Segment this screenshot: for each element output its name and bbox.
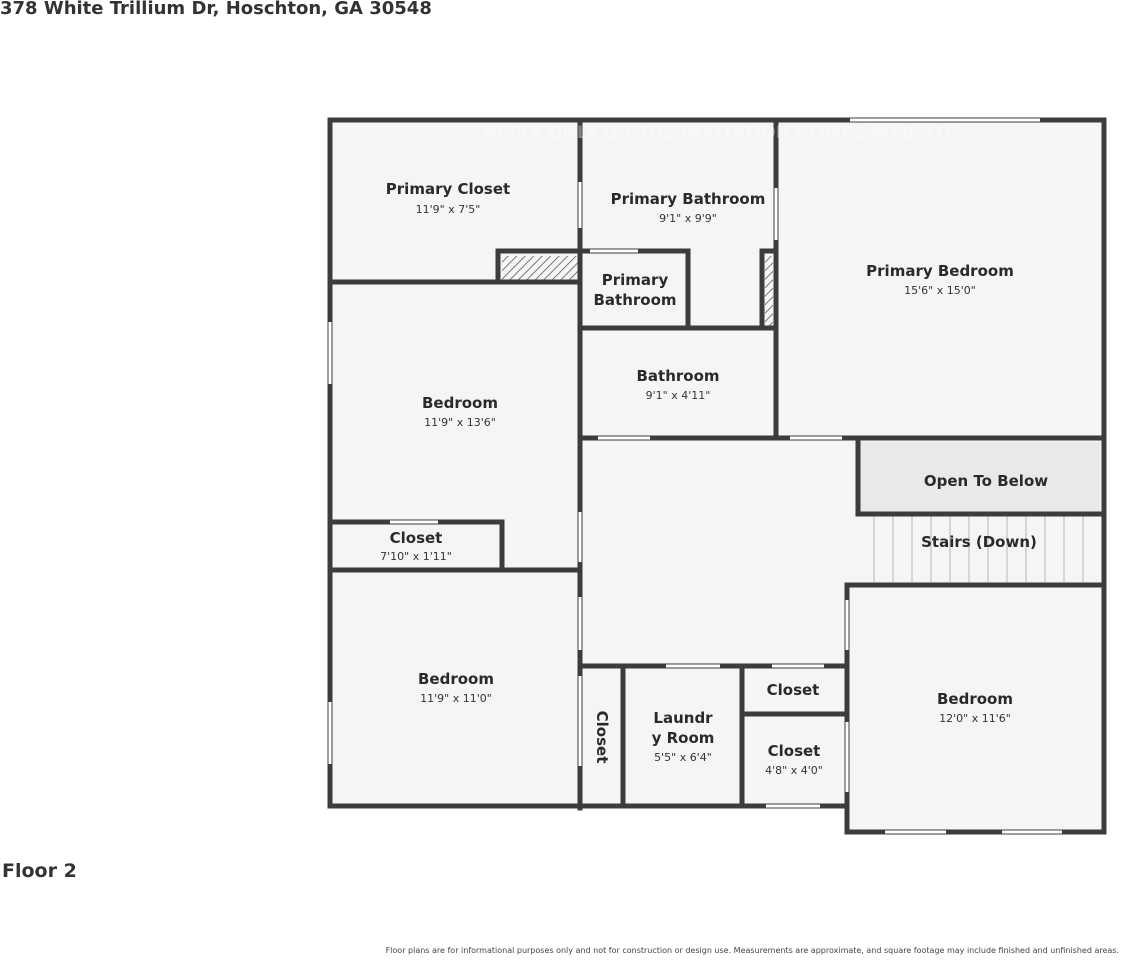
floor-label: Floor 2: [2, 860, 77, 882]
room-closet-vertical: Closet: [593, 711, 611, 764]
openings: [328, 118, 1062, 834]
room-primary-closet: Primary Closet 11'9" x 7'5": [386, 180, 510, 216]
disclaimer-text: Floor plans are for informational purpos…: [385, 946, 1119, 955]
room-dims: 7'10" x 1'11": [380, 550, 452, 563]
room-closet-small: Closet 7'10" x 1'11": [380, 529, 452, 563]
room-dims: 15'6" x 15'0": [904, 284, 976, 297]
room-name: Closet: [390, 529, 443, 547]
room-name-line1: Primary: [602, 271, 669, 289]
room-stairs: Stairs (Down): [921, 533, 1037, 551]
room-name: Open To Below: [924, 472, 1048, 490]
stairs-treads: [873, 516, 1084, 582]
room-dims: 11'9" x 13'6": [424, 416, 496, 429]
room-name: Bedroom: [418, 670, 494, 688]
room-name: Closet: [767, 681, 820, 699]
room-name: Bedroom: [422, 394, 498, 412]
room-dims: 11'9" x 7'5": [416, 203, 481, 216]
room-name: Primary Bathroom: [611, 190, 766, 208]
room-name-line1: Laundr: [653, 709, 713, 727]
room-name: Bedroom: [937, 690, 1013, 708]
room-bedroom-top: Bedroom 11'9" x 13'6": [422, 394, 498, 429]
room-dims: 5'5" x 6'4": [654, 751, 712, 764]
room-closet-upper: Closet: [767, 681, 820, 699]
floor-fill: [330, 120, 1106, 832]
room-name-line2: Bathroom: [593, 291, 676, 309]
room-name: Primary Bedroom: [866, 262, 1014, 280]
room-name: Bathroom: [636, 367, 719, 385]
room-name: Closet: [593, 711, 611, 764]
room-name: Primary Closet: [386, 180, 510, 198]
room-name: Stairs (Down): [921, 533, 1037, 551]
room-primary-bathroom-small: Primary Bathroom: [593, 271, 676, 309]
room-primary-bathroom: Primary Bathroom 9'1" x 9'9": [611, 190, 766, 225]
room-closet-lower: Closet 4'8" x 4'0": [765, 742, 823, 777]
open-to-below-area: [860, 442, 1100, 512]
room-bedroom-bottom: Bedroom 11'9" x 11'0": [418, 670, 494, 705]
room-dims: 12'0" x 11'6": [939, 712, 1011, 725]
room-name: Closet: [768, 742, 821, 760]
room-bedroom-right: Bedroom 12'0" x 11'6": [937, 690, 1013, 725]
watermark: APPLY ONLY ON THE INVITATION HOMES WEBSI…: [484, 123, 957, 143]
room-primary-bedroom: Primary Bedroom 15'6" x 15'0": [866, 262, 1014, 297]
room-bathroom: Bathroom 9'1" x 4'11": [636, 367, 719, 402]
chase-hatch-right: [765, 256, 773, 326]
room-dims: 9'1" x 9'9": [659, 212, 717, 225]
room-dims: 11'9" x 11'0": [420, 692, 492, 705]
room-name-line2: y Room: [652, 729, 715, 747]
chase-hatch-left: [502, 256, 578, 280]
room-dims: 9'1" x 4'11": [646, 389, 711, 402]
room-laundry: Laundr y Room 5'5" x 6'4": [652, 709, 715, 764]
room-dims: 4'8" x 4'0": [765, 764, 823, 777]
room-open-to-below: Open To Below: [924, 472, 1048, 490]
property-address: 378 White Trillium Dr, Hoschton, GA 3054…: [0, 0, 432, 19]
